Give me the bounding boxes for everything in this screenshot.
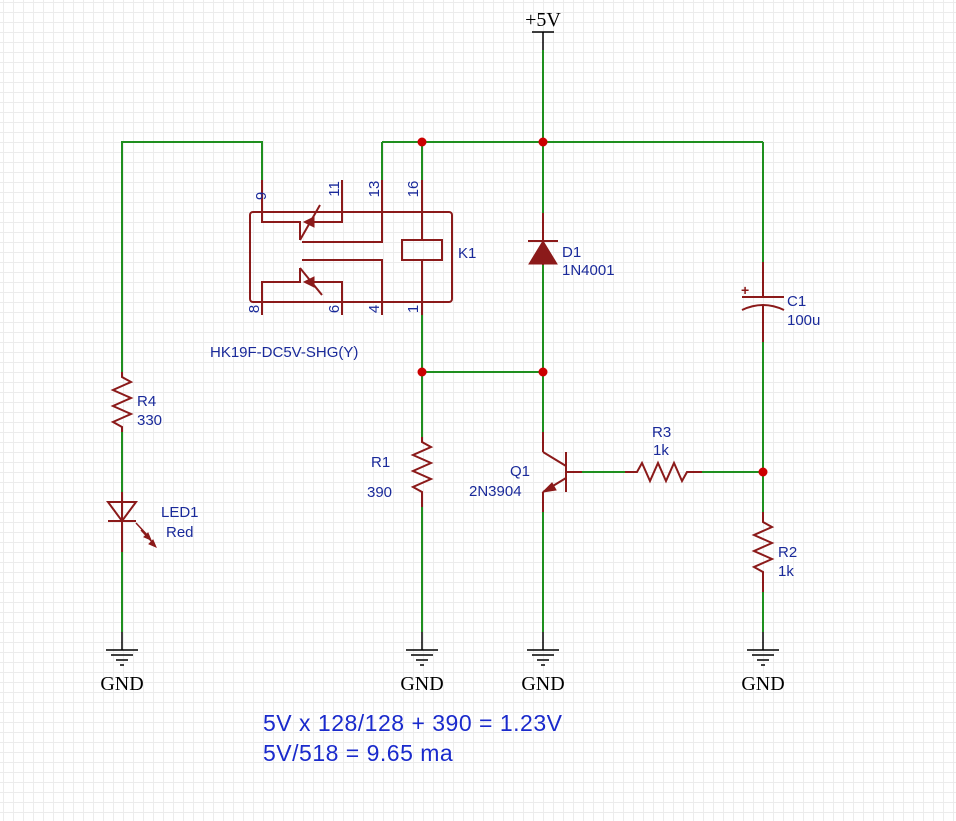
gnd-label: GND [100,673,143,695]
c1-value: 100u [787,312,820,329]
note-line-1: 5V x 128/128 + 390 = 1.23V [263,710,563,736]
q1-ref: Q1 [510,463,530,480]
relay-pin-number: 9 [253,192,270,200]
relay-pin-number: 4 [366,305,383,313]
relay-pin-number: 16 [405,181,422,198]
led1-value: Red [166,524,194,541]
junction-dot [417,137,427,147]
ground-symbol-2: GND [400,632,444,695]
note-line-2: 5V/518 = 9.65 ma [263,740,453,766]
ground-symbol-1: GND [100,632,144,695]
relay-pin-number: 8 [246,305,263,313]
relay-k1: 9 11 13 16 8 6 4 1 K1 HK19F-DC5V-SHG(Y) [210,180,476,361]
junction-dot [538,137,548,147]
relay-pin-number: 11 [326,181,343,197]
r1-value: 390 [367,484,392,501]
resistor-r3: R3 1k [625,424,702,484]
ground-symbol-4: GND [741,632,785,695]
capacitor-c1: + C1 100u [741,262,820,342]
relay-coil [401,239,443,261]
transistor-q1: Q1 2N3904 [469,432,582,512]
vcc-label: +5V [525,9,561,31]
c1-ref: C1 [787,293,806,310]
gnd-label: GND [741,673,784,695]
vcc-symbol: +5V [525,9,561,50]
relay-pin-number: 1 [405,305,422,313]
relay-pin-number: 6 [326,305,343,313]
relay-pin-number: 13 [366,181,383,198]
relay-body [249,211,453,303]
led-led1: LED1 Red [106,492,199,552]
junction-dot [417,367,427,377]
r2-value: 1k [778,563,794,580]
c1-polarity-mark: + [741,282,749,298]
junctions [417,137,768,477]
junction-dot [758,467,768,477]
resistor-r4: R4 330 [110,372,162,432]
d1-ref: D1 [562,244,581,261]
r4-value: 330 [137,412,162,429]
r1-ref: R1 [371,454,390,471]
calculation-notes: 5V x 128/128 + 390 = 1.23V 5V/518 = 9.65… [263,710,563,766]
r3-value: 1k [653,442,669,459]
r4-ref: R4 [137,393,156,410]
diode-d1: D1 1N4001 [528,213,615,279]
d1-value: 1N4001 [562,262,615,279]
ground-symbol-3: GND [521,632,565,695]
wires [121,50,764,632]
q1-value: 2N3904 [469,483,522,500]
r2-ref: R2 [778,544,797,561]
relay-value: HK19F-DC5V-SHG(Y) [210,344,358,361]
led1-ref: LED1 [161,504,199,521]
r3-ref: R3 [652,424,671,441]
wire-led-loop [121,141,263,372]
junction-dot [538,367,548,377]
gnd-label: GND [400,673,443,695]
resistor-r1: R1 390 [367,437,434,507]
relay-ref: K1 [458,245,476,262]
resistor-r2: R2 1k [751,512,797,592]
gnd-label: GND [521,673,564,695]
